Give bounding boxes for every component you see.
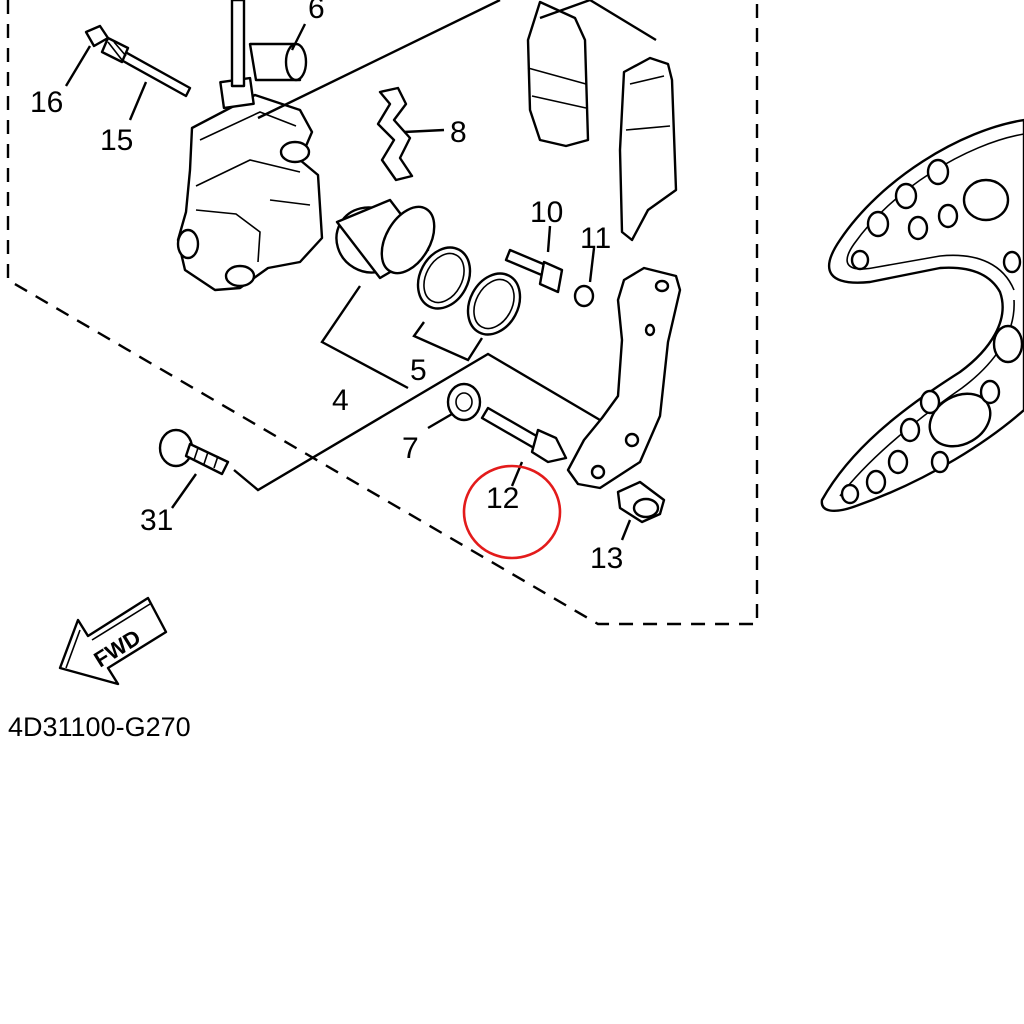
caliper-body bbox=[176, 76, 324, 292]
bolt-part-10 bbox=[504, 225, 564, 294]
label-part-7: 7 bbox=[402, 432, 419, 465]
boot-part-7 bbox=[427, 382, 482, 430]
brake-pad-kit bbox=[257, 0, 678, 242]
label-part-8: 8 bbox=[450, 116, 467, 149]
pin-part-12 bbox=[480, 406, 568, 487]
label-part-12: 12 bbox=[486, 482, 519, 515]
label-part-16: 16 bbox=[30, 86, 63, 119]
leader-bracket-5 bbox=[412, 321, 484, 362]
caliper-bracket bbox=[566, 266, 682, 490]
assembly-boundary bbox=[6, 0, 759, 626]
pad-pin-part-15 bbox=[100, 36, 192, 121]
piston-part-4 bbox=[335, 198, 436, 280]
seal-kit-part-5 bbox=[416, 246, 522, 336]
leader-bracket-4 bbox=[320, 285, 409, 390]
pin-plug-part-16 bbox=[64, 24, 110, 87]
pad-spring-part-8 bbox=[376, 86, 445, 182]
label-part-11: 11 bbox=[580, 222, 611, 255]
bolt-part-31 bbox=[158, 428, 230, 509]
fwd-arrow-icon: FWD bbox=[58, 596, 168, 686]
bleed-screw-part-6 bbox=[230, 0, 308, 88]
label-part-4: 4 bbox=[332, 384, 349, 417]
nut-part-11 bbox=[573, 247, 596, 308]
label-part-13: 13 bbox=[590, 542, 623, 575]
label-part-10: 10 bbox=[530, 196, 563, 229]
label-part-15: 15 bbox=[100, 124, 133, 157]
leader-line-31 bbox=[233, 352, 601, 492]
brake-disc bbox=[820, 118, 1024, 512]
diagram-code: 4D31100-G270 bbox=[8, 712, 191, 742]
label-part-5: 5 bbox=[410, 354, 427, 387]
label-part-6: 6 bbox=[308, 0, 325, 25]
bushing-part-13 bbox=[616, 480, 666, 541]
highlight-circle bbox=[462, 464, 562, 560]
label-part-31: 31 bbox=[140, 504, 173, 537]
